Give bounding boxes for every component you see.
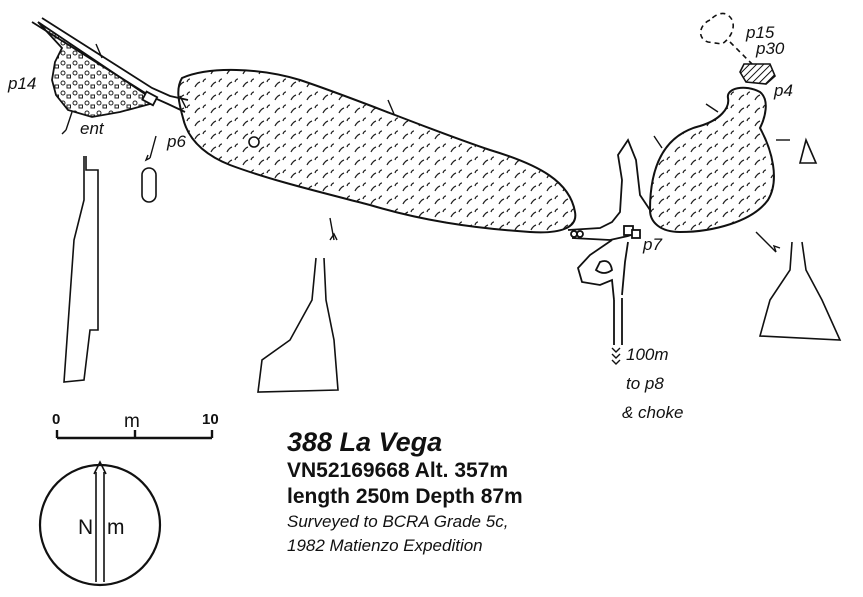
upper-shaft-p15 [699,12,776,85]
lower-passage-p7 [576,225,641,345]
note-line-3: & choke [622,403,684,422]
right-chamber [648,86,775,234]
scale-end: 10 [202,411,219,428]
survey-expedition: 1982 Matienzo Expedition [287,536,483,555]
scale-bar [55,430,214,440]
rock-slot [141,167,157,203]
label-p4: p4 [774,81,793,100]
note-line-2: to p8 [626,374,664,393]
label-ent: ent [80,119,104,138]
scale-unit: m [124,411,140,432]
profile-left [63,156,99,383]
label-p6: p6 [167,132,186,151]
continuation-arrows [611,347,621,365]
label-p30: p30 [756,39,785,58]
main-chamber [177,69,577,234]
compass-rose [38,460,162,587]
compass-magnetic-label: m [107,516,125,539]
connecting-passage [567,138,651,241]
profile-center [257,257,339,393]
section-marks [61,43,790,253]
title-block: 388 La Vega VN52169668 Alt. 357m length … [287,426,523,558]
label-p14: p14 [8,74,37,93]
profile-right [758,241,842,341]
label-p15: p15 [746,23,775,42]
note-line-1: 100m [626,345,669,364]
cave-dimensions: length 250m Depth 87m [287,485,523,508]
small-pit-triangle [798,137,818,164]
scale-start: 0 [52,411,61,428]
survey-grade: Surveyed to BCRA Grade 5c, [287,512,509,531]
cave-title: 388 La Vega [287,427,443,457]
label-p7: p7 [643,235,662,254]
compass-north-label: N [78,516,94,539]
chamber-pillar [248,136,260,148]
cave-location: VN52169668 Alt. 357m [287,459,509,482]
